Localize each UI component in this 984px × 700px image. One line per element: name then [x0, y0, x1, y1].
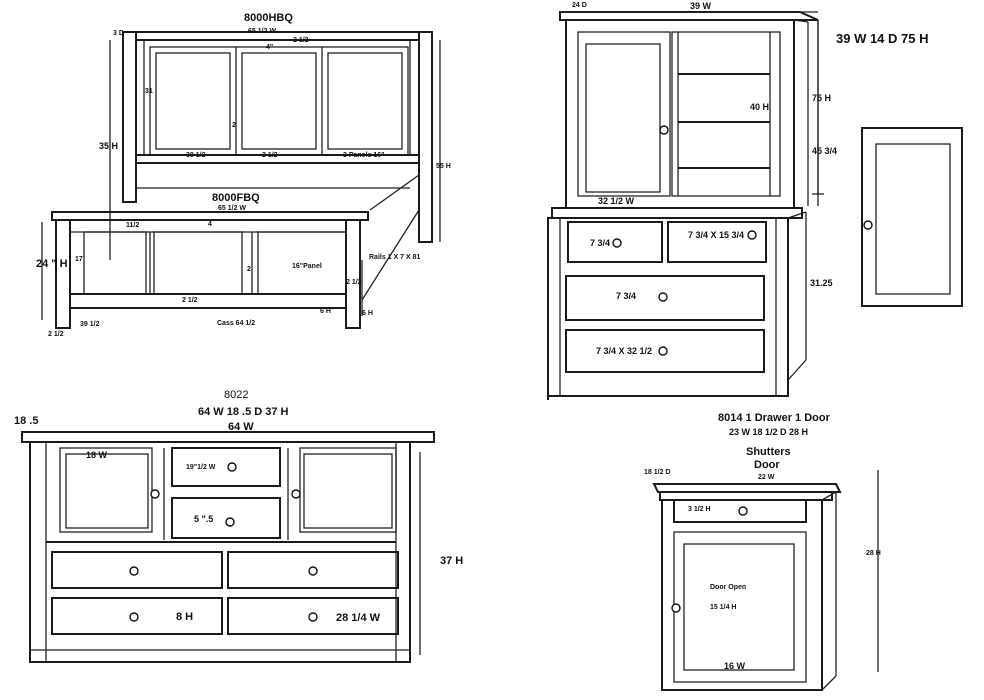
headboard-total-height: 55 H: [436, 163, 451, 170]
armoire-drawer-2: 7 3/4 X 15 3/4: [688, 230, 745, 240]
armoire-top-width: 39 W: [690, 1, 712, 11]
headboard-rail-width: 2 1/2: [293, 37, 309, 44]
headboard-width: 65 1/2 W: [248, 28, 277, 35]
headboard-rail-height: 4": [266, 44, 274, 51]
nightstand-door: Door: [754, 459, 780, 471]
dresser-height: 37 H: [440, 555, 464, 567]
shutter-door-drawing: [861, 127, 963, 307]
headboard-depth: 3 D: [113, 30, 124, 37]
armoire-drawer-3: 7 3/4: [616, 291, 637, 301]
bed-rails: Rails 1 X 7 X 81: [369, 254, 421, 261]
nightstand-drawer-height: 3 1/2 H: [688, 506, 711, 513]
armoire-top-depth: 24 D: [572, 2, 587, 9]
dresser-small-drawer-height: 5 ".5: [194, 514, 214, 524]
armoire-45-height: 45 3/4: [812, 146, 838, 156]
dresser-width: 64 W: [228, 421, 254, 433]
headboard-code: 8000HBQ: [244, 12, 293, 24]
headboard-panel-height: 31: [145, 88, 153, 95]
armoire-drawer-1: 7 3/4: [590, 238, 611, 248]
footboard-bottom-rail: 2 1/2: [182, 297, 198, 304]
nightstand-shutters: Shutters: [746, 446, 791, 458]
footboard-height: 24 " H: [36, 258, 68, 270]
dresser-shutter-width: 18 W: [86, 450, 108, 460]
headboard-post-height: 35 H: [99, 141, 119, 151]
dresser-code: 8022: [224, 389, 249, 401]
headboard-panels: 3 Panels 16": [343, 152, 385, 159]
footboard-code: 8000FBQ: [212, 192, 260, 204]
footboard-right-2-half: 2 1/2: [346, 279, 362, 286]
dresser-dimensions: 64 W 18 .5 D 37 H: [198, 406, 289, 418]
nightstand-dimensions: 23 W 18 1/2 D 28 H: [729, 427, 809, 437]
armoire-drawer-4: 7 3/4 X 32 1/2: [596, 346, 653, 356]
dresser-depth: 18 .5: [14, 415, 39, 427]
footboard-left-2-half: 2 1/2: [48, 331, 64, 338]
dresser-drawer-height: 8 H: [176, 611, 194, 623]
headboard-bottom-mid: 2 1/2: [262, 152, 278, 159]
armoire-dimensions: 39 W 14 D 75 H: [836, 31, 929, 46]
bed-drawing: [41, 31, 441, 329]
armoire-drawing: [547, 11, 824, 400]
footboard-left-rail: 11/2: [126, 222, 140, 229]
dresser-drawer-width: 28 1/4 W: [336, 612, 381, 624]
nightstand-depth: 18 1/2 D: [644, 469, 671, 476]
nightstand-drawing: [652, 470, 879, 691]
armoire-total-height: 75 H: [812, 93, 832, 103]
footboard-panel-label: 16"Panel: [292, 263, 322, 270]
nightstand-top-width: 22 W: [758, 474, 775, 481]
dresser-drawing: [21, 431, 435, 663]
footboard-stile: 2: [247, 266, 251, 273]
footboard-6h-b: 6 H: [362, 310, 373, 317]
headboard-stile: 2: [232, 122, 236, 129]
footboard-rail-4: 4: [208, 221, 212, 228]
headboard-bottom-left: 39 1/2: [186, 152, 206, 159]
armoire-hutch-height: 40 H: [750, 102, 770, 112]
armoire-door-width: 32 1/2 W: [598, 196, 635, 206]
footboard-panel-17: 17: [75, 256, 83, 263]
nightstand-title: 8014 1 Drawer 1 Door: [718, 412, 830, 424]
footboard-6h-a: 6 H: [320, 308, 331, 315]
footboard-39-half: 39 1/2: [80, 321, 100, 328]
nightstand-door-height: 15 1/4 H: [710, 604, 737, 611]
nightstand-door-width: 16 W: [724, 661, 746, 671]
armoire-base-height: 31.25: [810, 278, 833, 288]
nightstand-height: 28 H: [866, 550, 881, 557]
dresser-small-drawer-width: 19"1/2 W: [186, 464, 216, 471]
footboard-cass: Cass 64 1/2: [217, 320, 256, 327]
nightstand-door-open: Door Open: [710, 584, 747, 591]
footboard-width: 65 1/2 W: [218, 205, 247, 212]
